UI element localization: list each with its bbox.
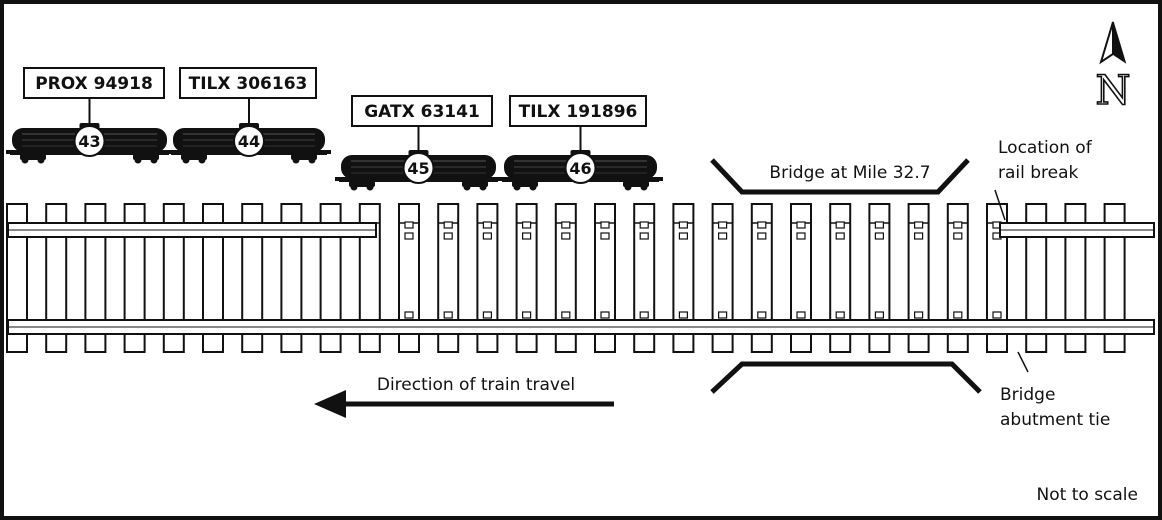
north-arrow-icon: N: [1095, 21, 1131, 115]
south-rail: [7, 319, 1155, 335]
rails: [7, 222, 1155, 335]
tank-car-46: TILX 191896 46: [498, 95, 663, 191]
bridge-tie: [437, 203, 460, 353]
abutment-label-line2: abutment tie: [1000, 410, 1110, 430]
rail-break-label-line1: Location of: [998, 138, 1093, 158]
abutment-label-line1: Bridge: [1000, 385, 1055, 405]
direction-arrow: [314, 390, 614, 418]
bridge-south-edge: [710, 361, 982, 394]
car-number: 45: [407, 159, 429, 178]
bridge-tie: [946, 203, 969, 353]
tank-car-44: TILX 306163 44: [167, 67, 331, 164]
car-tag-box: [23, 67, 165, 99]
rail-break-leader: [994, 189, 1006, 221]
direction-arrow-head: [314, 390, 346, 418]
car-number-circle: [402, 152, 435, 184]
north-rail: [7, 222, 1155, 238]
bridge-tie: [594, 203, 616, 353]
track-tie: [1025, 203, 1048, 353]
direction-label: Direction of train travel: [377, 375, 575, 395]
bridge-tie: [398, 203, 420, 353]
bridge-label: Bridge at Mile 32.7: [769, 163, 930, 183]
bridge-outline: [710, 158, 982, 394]
track-tie: [358, 203, 381, 353]
bridge-tie: [476, 203, 499, 353]
car-number: 44: [238, 132, 260, 151]
tank-cars: PROX 94918 43 TILX 306163 44 GATX 63141 45 TIL…: [6, 67, 663, 191]
car-reporting-mark: GATX 63141: [364, 102, 480, 122]
bridge-tie: [515, 203, 538, 353]
track-tie: [6, 203, 28, 353]
bridge-tie: [907, 203, 930, 353]
car-tag-box: [509, 95, 647, 127]
car-tag-box: [351, 95, 493, 127]
bridge-north-edge: [710, 158, 970, 195]
car-number-circle: [73, 125, 106, 157]
north-letter: N: [1096, 68, 1131, 114]
track-ties: [6, 203, 1126, 353]
track-tie: [319, 203, 342, 353]
car-reporting-mark: TILX 191896: [519, 102, 638, 122]
car-number: 46: [569, 159, 591, 178]
tank-car-43: PROX 94918 43: [6, 67, 173, 164]
abutment-leader: [1017, 351, 1029, 373]
car-tag-box: [179, 67, 317, 99]
bridge-tie: [868, 203, 891, 353]
car-reporting-mark: PROX 94918: [35, 74, 153, 94]
tank-car-45: GATX 63141 45: [335, 95, 502, 191]
car-number-circle: [564, 152, 597, 184]
car-number: 43: [78, 132, 100, 151]
car-reporting-mark: TILX 306163: [189, 74, 308, 94]
rail-break-label-line2: rail break: [998, 163, 1079, 183]
bridge-tie: [672, 203, 695, 353]
bridge-tie: [790, 203, 812, 353]
car-number-circle: [233, 125, 265, 157]
bridge-tie: [554, 203, 577, 353]
bridge-tie: [986, 203, 1008, 353]
scale-note: Not to scale: [1037, 485, 1138, 505]
